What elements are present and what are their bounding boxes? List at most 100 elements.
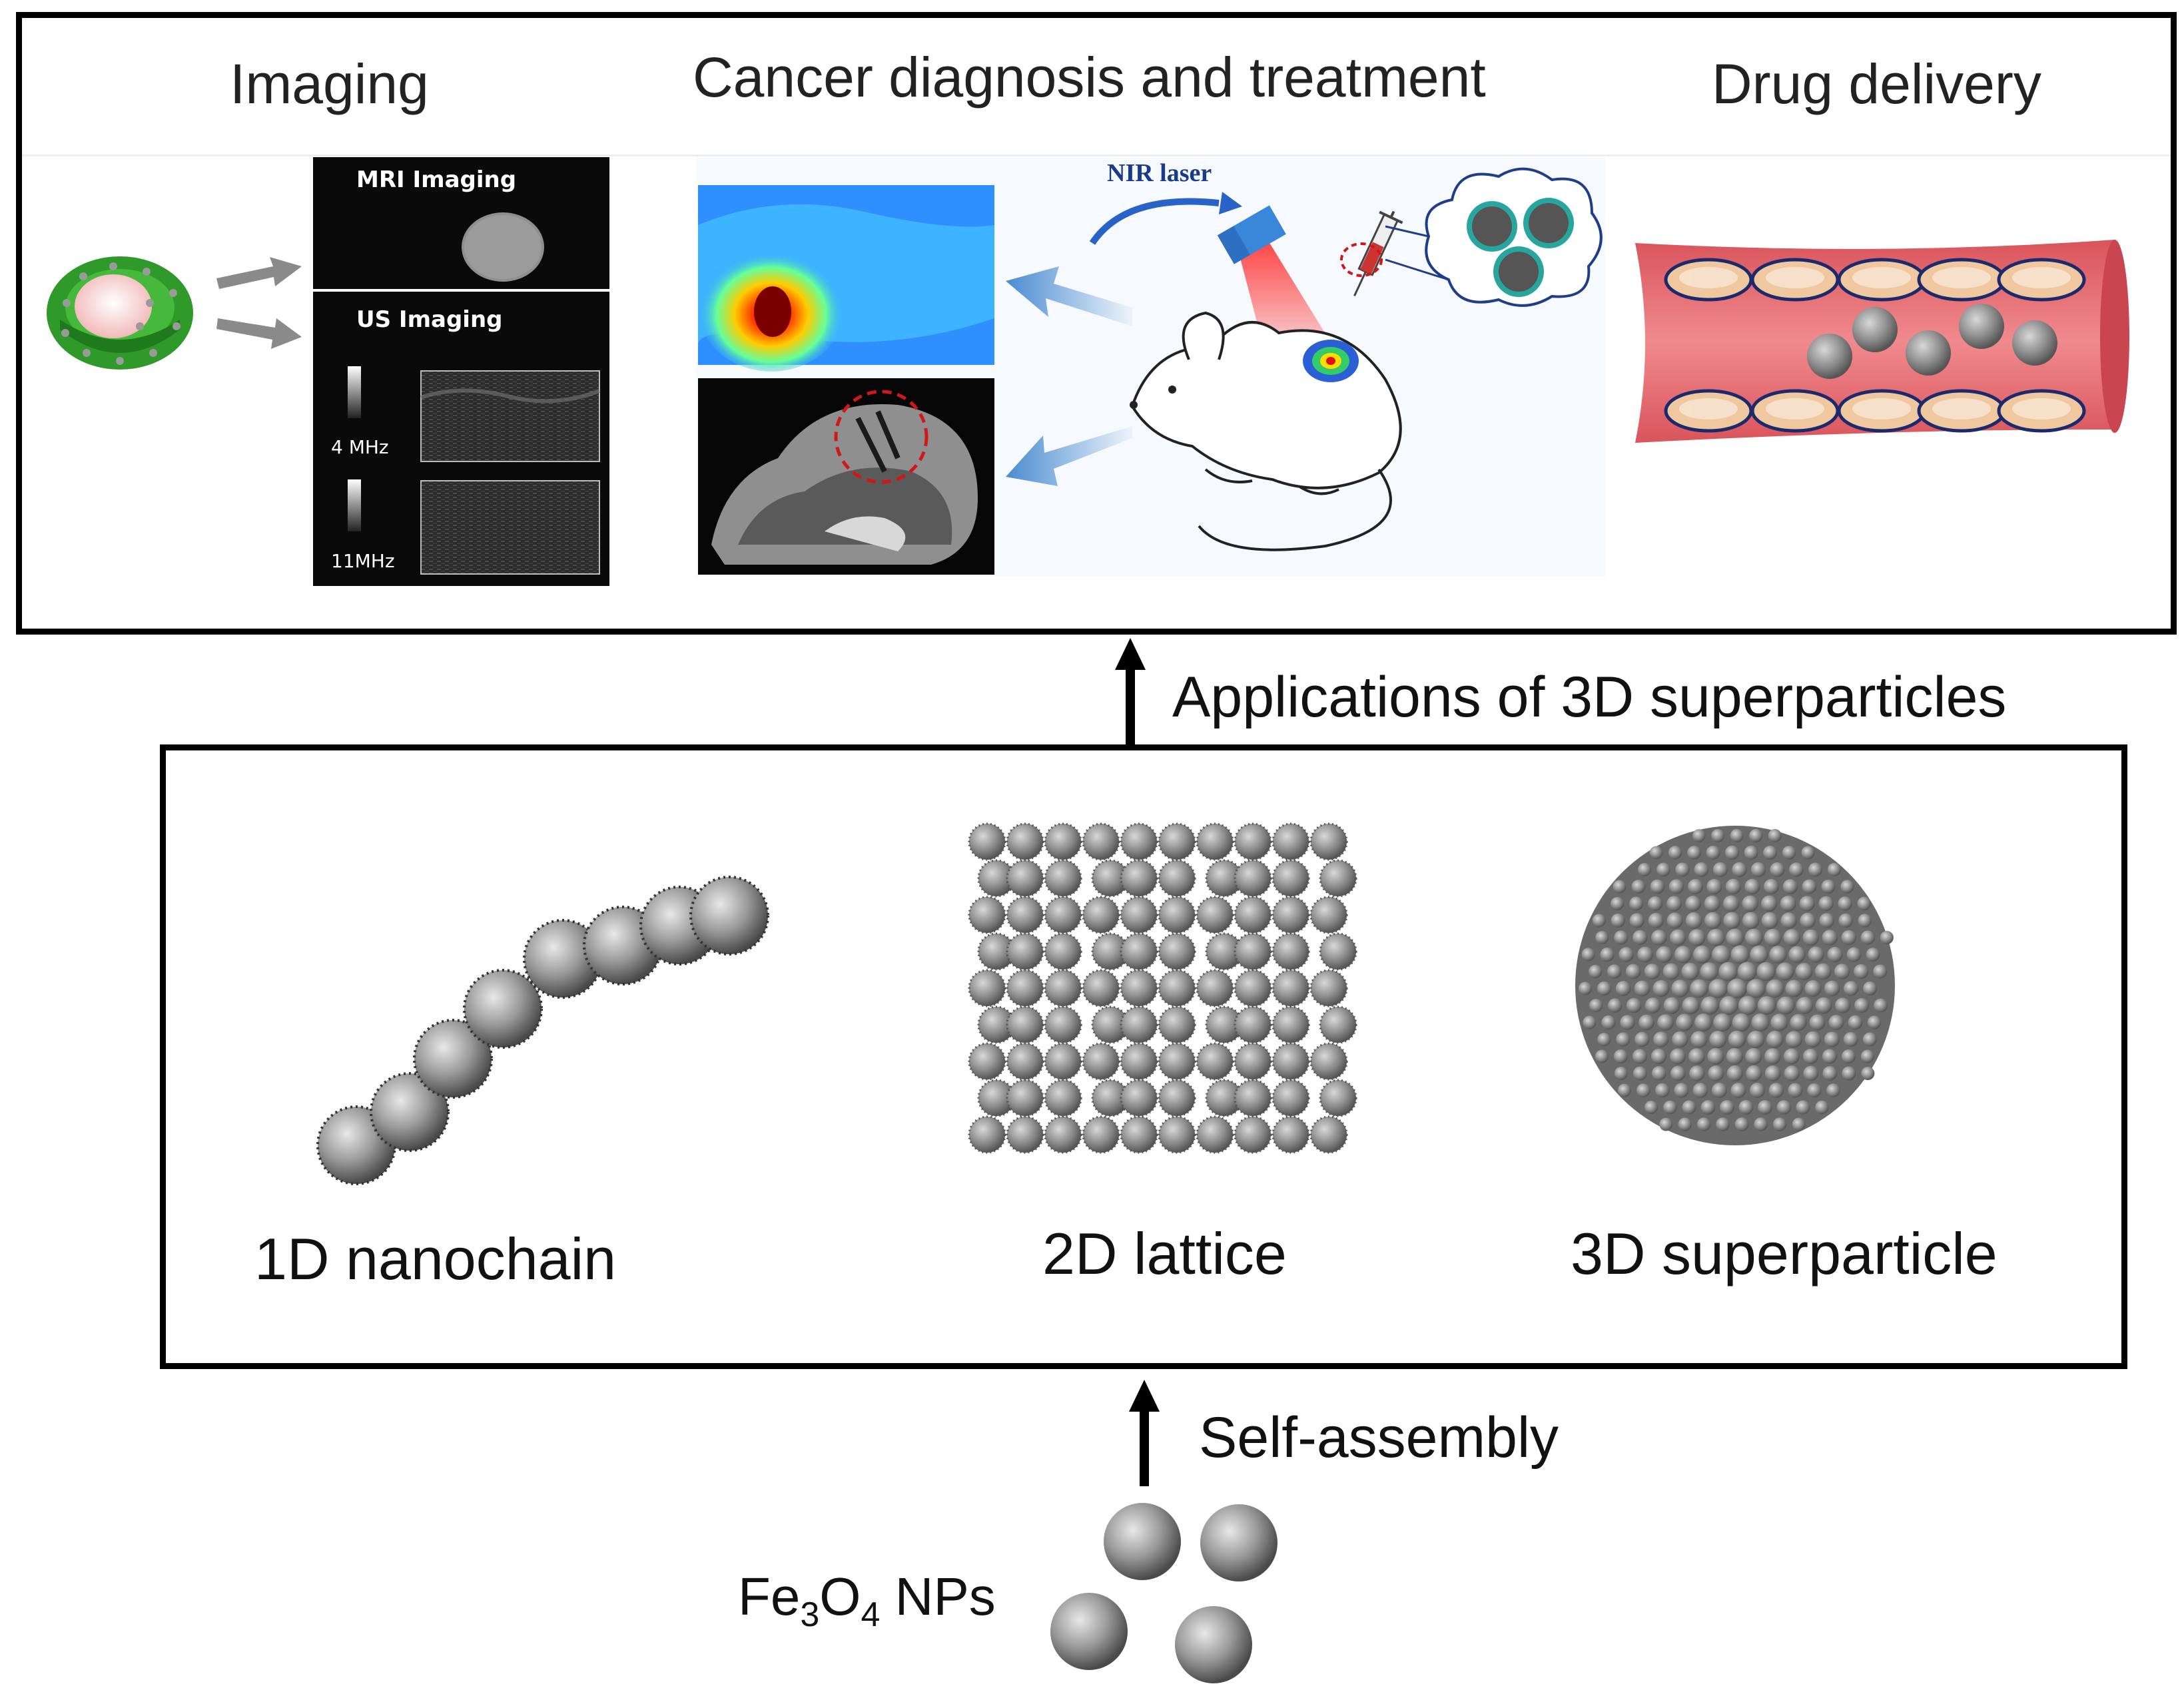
superparticle-nanoparticle	[1880, 930, 1894, 945]
superparticle-nanoparticle	[1629, 896, 1644, 911]
superparticle-nanoparticle	[1826, 1083, 1840, 1097]
superparticle-label: 3D superparticle	[1571, 1221, 1998, 1286]
superparticle-nanoparticle	[1601, 1015, 1616, 1030]
lattice-nanoparticle	[1006, 822, 1044, 861]
superparticle-nanoparticle	[1636, 1083, 1650, 1097]
superparticle-nanoparticle	[1822, 930, 1838, 946]
lattice-nanoparticle	[1082, 896, 1120, 934]
superparticle-nanoparticle	[1631, 880, 1646, 894]
lattice-nanoparticle	[1006, 1005, 1044, 1044]
superparticle-nanoparticle	[1607, 998, 1623, 1013]
nir-label: NIR laser	[1107, 159, 1212, 187]
superparticle-nanoparticle	[1732, 862, 1747, 878]
lattice-nanoparticle	[1196, 896, 1234, 934]
lattice-nanoparticle	[1120, 1042, 1158, 1081]
nanochain-label: 1D nanochain	[254, 1226, 617, 1292]
superparticle-nanoparticle	[1611, 913, 1625, 928]
superparticle-nanoparticle	[1708, 1065, 1724, 1081]
lattice-nanoparticle	[1120, 1115, 1158, 1154]
superparticle-nanoparticle	[1595, 1049, 1609, 1063]
superparticle-nanoparticle	[1707, 1047, 1724, 1065]
superparticle-nanoparticle	[1860, 930, 1875, 945]
us-freq-4: 4 MHz	[331, 436, 389, 458]
superparticle-nanoparticle	[1818, 896, 1834, 912]
superparticle-nanoparticle	[1763, 846, 1778, 860]
lattice-nanoparticle	[1234, 896, 1272, 934]
superparticle-nanoparticle	[1681, 962, 1699, 981]
superparticle-nanoparticle	[1722, 895, 1740, 912]
superparticle-nanoparticle	[1651, 1066, 1666, 1081]
superparticle-nanoparticle	[1614, 1066, 1628, 1081]
superparticle-nanoparticle	[1785, 1031, 1802, 1048]
superparticle-nanoparticle	[1657, 1014, 1674, 1031]
superparticle-nanoparticle	[1678, 1117, 1692, 1131]
mri-phantom-icon	[462, 212, 544, 282]
us-scale-bar-11	[348, 479, 361, 531]
superparticle-nanoparticle	[1650, 1048, 1667, 1065]
superparticle-nanoparticle	[1669, 1048, 1686, 1065]
superparticle-nanoparticle	[1617, 1083, 1631, 1097]
lattice-nanoparticle	[1309, 1115, 1348, 1154]
superparticle-nanoparticle	[1742, 912, 1760, 930]
superparticle-nanoparticle	[1668, 846, 1682, 860]
superparticle-nanoparticle	[1785, 980, 1803, 997]
superparticle-nanoparticle	[1857, 896, 1871, 911]
superparticle-nanoparticle	[1663, 1100, 1677, 1115]
lattice-nanoparticle	[1120, 859, 1158, 898]
superparticle-nanoparticle	[1583, 1015, 1597, 1029]
superparticle-nanoparticle	[1670, 1065, 1686, 1081]
superparticle-nanoparticle	[1723, 912, 1741, 930]
superparticle-nanoparticle	[1749, 828, 1763, 843]
superparticle-nanoparticle	[1682, 996, 1700, 1015]
superparticle-nanoparticle	[1607, 964, 1622, 979]
superparticle-nanoparticle	[1690, 979, 1708, 998]
superparticle-nanoparticle	[1685, 896, 1701, 912]
lattice-nanoparticle	[1120, 822, 1158, 861]
superparticle-nanoparticle	[1758, 1100, 1772, 1115]
superparticle-nanoparticle	[1766, 1031, 1784, 1048]
superparticle-nanoparticle	[1719, 995, 1738, 1015]
superparticle-nanoparticle	[1652, 980, 1670, 997]
superparticle-nanoparticle	[1750, 862, 1766, 878]
superparticle-nanoparticle	[1730, 945, 1750, 964]
superparticle-nanoparticle	[1842, 1066, 1856, 1081]
superparticle-nanoparticle	[1634, 980, 1650, 997]
superparticle-nanoparticle	[1687, 846, 1702, 860]
lattice-nanoparticle	[1158, 932, 1196, 971]
lattice-label: 2D lattice	[1042, 1221, 1287, 1286]
lattice-nanoparticle	[1272, 896, 1310, 934]
superparticle-nanoparticle	[1716, 1117, 1730, 1131]
superparticle-nanoparticle	[1819, 913, 1835, 928]
blood-vessel	[1635, 240, 2129, 443]
superparticle-nanoparticle	[1711, 1082, 1727, 1099]
superparticle-nanoparticle	[1669, 929, 1686, 946]
lattice-nanoparticle	[1272, 932, 1310, 971]
superparticle-nanoparticle	[1744, 845, 1758, 860]
superparticle-nanoparticle	[1783, 929, 1801, 946]
superparticle-nanoparticle	[1858, 914, 1872, 928]
superparticle-nanoparticle	[1744, 878, 1760, 895]
cancer-title: Cancer diagnosis and treatment	[693, 46, 1486, 109]
superparticle-nanoparticle	[1692, 1083, 1708, 1098]
superparticle-nanoparticle	[1848, 1015, 1863, 1030]
superparticle-nanoparticle	[1742, 895, 1758, 912]
superparticle-nanoparticle	[1704, 895, 1720, 912]
superparticle-nanoparticle	[1633, 930, 1648, 946]
superparticle-nanoparticle	[1713, 1013, 1732, 1032]
superparticle-nanoparticle	[1734, 1117, 1749, 1131]
superparticle-nanoparticle	[1613, 1049, 1629, 1064]
lattice-nanoparticle	[1044, 1005, 1082, 1044]
superparticle-nanoparticle	[1600, 947, 1615, 962]
superparticle-nanoparticle	[1732, 1013, 1751, 1032]
superparticle-nanoparticle	[1803, 1065, 1819, 1081]
superparticle-nanoparticle	[1827, 862, 1842, 877]
superparticle-nanoparticle	[1700, 962, 1718, 981]
superparticle-nanoparticle	[1795, 963, 1813, 980]
superparticle-nanoparticle	[1783, 1048, 1800, 1065]
superparticle-nanoparticle	[1838, 896, 1852, 911]
superparticle-nanoparticle	[1792, 1117, 1806, 1131]
superparticle-nanoparticle	[1685, 912, 1702, 929]
superparticle-nanoparticle	[1726, 1047, 1744, 1065]
lattice-nanoparticle	[1272, 969, 1310, 1007]
superparticle-nanoparticle	[1738, 995, 1758, 1015]
